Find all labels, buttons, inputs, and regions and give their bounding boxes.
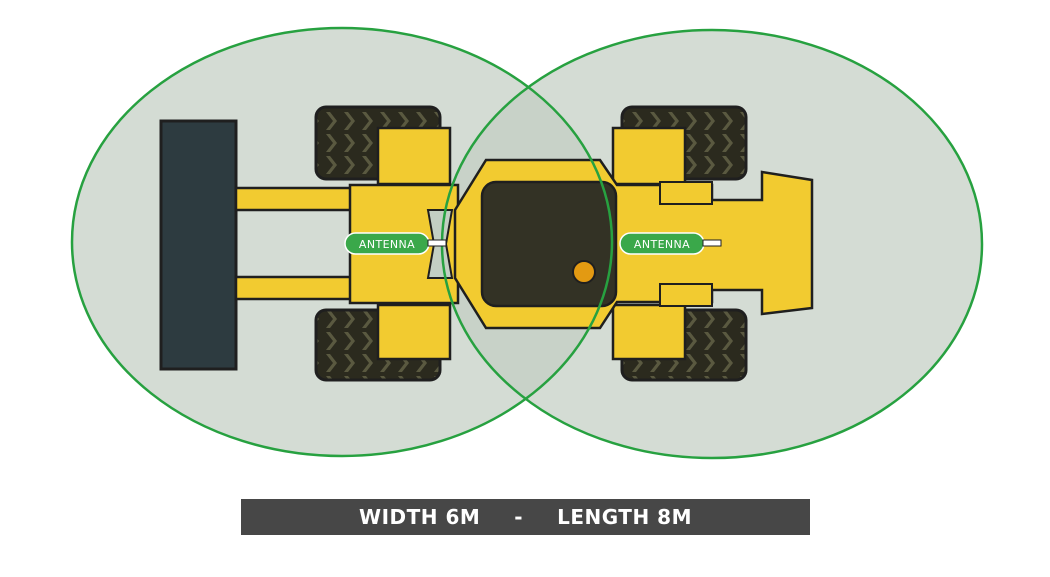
loader-blade xyxy=(159,119,238,371)
rear-hub-top xyxy=(611,126,687,186)
antenna-pin xyxy=(702,239,722,247)
dimensions-caption: WIDTH 6M - LENGTH 8M xyxy=(241,499,810,535)
antenna-label: ANTENNA xyxy=(634,238,690,251)
length-text: LENGTH 8M xyxy=(557,505,692,529)
rear-hub-bottom xyxy=(611,303,687,361)
antenna-rear: ANTENNA xyxy=(619,232,722,255)
front-hub-bottom xyxy=(376,303,452,361)
width-text: WIDTH 6M xyxy=(359,505,481,529)
operator-cab xyxy=(480,180,618,308)
rear-pod-top xyxy=(659,181,713,205)
antenna-range-left-outline xyxy=(70,26,614,458)
rear-pod-bottom xyxy=(659,283,713,307)
separator-text: - xyxy=(514,505,524,529)
antenna-front: ANTENNA xyxy=(344,232,447,255)
cab-beacon xyxy=(572,260,596,284)
antenna-pin xyxy=(427,239,447,247)
antenna-label: ANTENNA xyxy=(359,238,415,251)
front-hub-top xyxy=(376,126,452,186)
wheel-loader xyxy=(159,105,814,382)
